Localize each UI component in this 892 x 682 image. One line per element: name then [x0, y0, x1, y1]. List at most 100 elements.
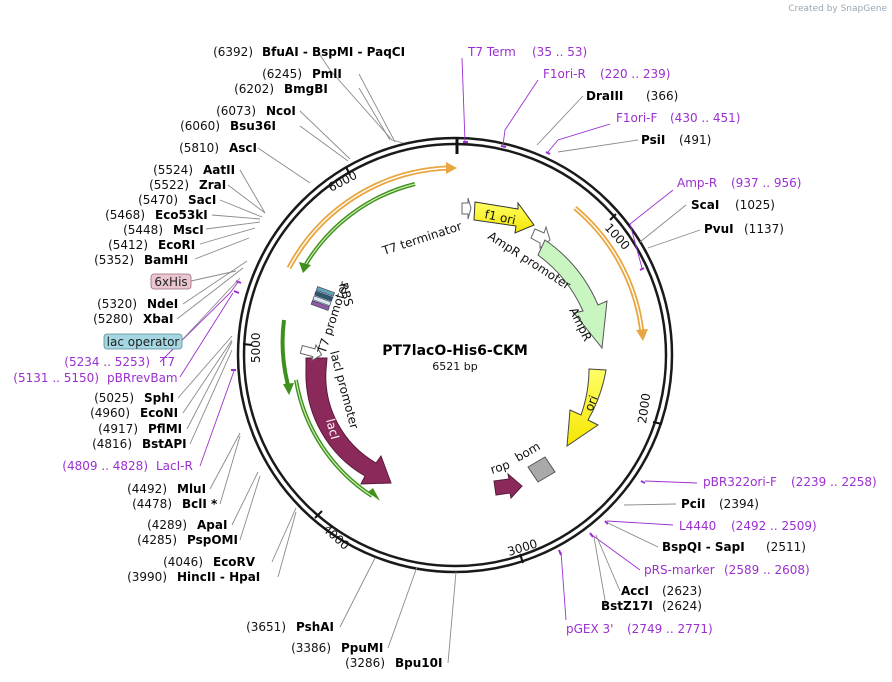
lac-operator-label: lac operator	[107, 335, 180, 349]
primer-range: (937 .. 956)	[731, 176, 801, 190]
leader-lines-primers	[159, 57, 698, 621]
enzyme-name: PshAI	[296, 620, 334, 634]
tick-label: 2000	[635, 392, 653, 424]
primer-name: pGEX 3'	[566, 622, 613, 636]
enzyme-name: BstZ17I	[601, 599, 653, 613]
enzyme-name: EcoNI	[140, 406, 178, 420]
primer-range: (2589 .. 2608)	[724, 563, 810, 577]
enzyme-labels-left: (6392) BfuAI - BspMI - PaqCI (6245) PmlI…	[90, 45, 442, 670]
feature-shapes	[299, 197, 608, 500]
enzyme-name: EcoRI	[158, 238, 195, 252]
enzyme-pos: (6073)	[216, 104, 256, 118]
enzyme-name: BclI *	[182, 497, 218, 511]
enzyme-name: BfuAI - BspMI - PaqCI	[262, 45, 405, 59]
enzyme-name: AscI	[229, 141, 257, 155]
leader-lines-right	[536, 95, 701, 607]
primer-site-marks	[231, 141, 646, 556]
enzyme-pos: (366)	[646, 89, 678, 103]
enzyme-name: SphI	[144, 391, 174, 405]
primer-range: (430 .. 451)	[670, 111, 740, 125]
enzyme-pos: (5810)	[179, 141, 219, 155]
laci-shape	[305, 357, 392, 485]
enzyme-pos: (2624)	[662, 599, 702, 613]
enzyme-pos: (5320)	[97, 297, 137, 311]
tick-label: 6000	[326, 168, 360, 195]
primer-range: (4809 .. 4828)	[62, 459, 148, 473]
primer-name: pRS-marker	[644, 563, 715, 577]
enzyme-name: BspQI - SapI	[662, 540, 745, 554]
rop-label: rop	[489, 457, 512, 476]
enzyme-pos: (3386)	[291, 641, 331, 655]
enzyme-name: NdeI	[147, 297, 178, 311]
primer-labels-right: T7 Term (35 .. 53) F1ori-R (220 .. 239) …	[467, 45, 877, 636]
enzyme-name: PvuI	[704, 222, 734, 236]
enzyme-name: MluI	[177, 482, 206, 496]
enzyme-name: Bpu10I	[395, 656, 442, 670]
enzyme-pos: (4492)	[127, 482, 167, 496]
enzyme-labels-right: DraIII (366) PsiI (491) ScaI (1025) PvuI…	[586, 89, 806, 613]
primer-range: (220 .. 239)	[600, 67, 670, 81]
plasmid-name: PT7lacO-His6-CKM	[382, 343, 528, 359]
enzyme-name: EcoRV	[213, 555, 256, 569]
enzyme-name: AatII	[203, 163, 235, 177]
t7-terminator-shape	[461, 197, 472, 220]
primer-range: (2492 .. 2509)	[731, 519, 817, 533]
primer-range: (2749 .. 2771)	[627, 622, 713, 636]
leader-lines-left	[176, 51, 457, 664]
enzyme-name: PspOMI	[187, 533, 238, 547]
enzyme-name: MscI	[173, 223, 204, 237]
enzyme-pos: (4046)	[163, 555, 203, 569]
enzyme-name: PflMI	[148, 422, 182, 436]
enzyme-name: BamHI	[144, 253, 188, 267]
primer-name: T7	[159, 355, 175, 369]
enzyme-name: ApaI	[197, 518, 227, 532]
enzyme-pos: (4960)	[90, 406, 130, 420]
enzyme-pos: (6202)	[234, 82, 274, 96]
enzyme-name: BstAPI	[142, 437, 187, 451]
rbs-label: RBS	[336, 281, 356, 308]
enzyme-pos: (5448)	[123, 223, 163, 237]
primer-range: (35 .. 53)	[532, 45, 587, 59]
enzyme-name: Eco53kI	[155, 208, 208, 222]
enzyme-name: PciI	[681, 497, 706, 511]
enzyme-name: XbaI	[143, 312, 173, 326]
backbone-outer	[236, 136, 674, 574]
enzyme-name: PpuMI	[341, 641, 383, 655]
rop-shape	[493, 472, 523, 500]
primer-name: T7 Term	[467, 45, 516, 59]
enzyme-name: AccI	[621, 584, 649, 598]
enzyme-pos: (4285)	[137, 533, 177, 547]
enzyme-name: SacI	[188, 193, 216, 207]
primer-range: (5131 .. 5150)	[13, 371, 99, 385]
primer-name: F1ori-F	[616, 111, 657, 125]
enzyme-pos: (5412)	[108, 238, 148, 252]
enzyme-pos: (3286)	[345, 656, 385, 670]
backbone-inner	[242, 142, 668, 568]
bom-shape	[527, 456, 556, 483]
enzyme-name: Bsu36I	[230, 119, 276, 133]
ampr-shape	[537, 239, 608, 350]
enzyme-pos: (5470)	[138, 193, 178, 207]
enzyme-pos: (4289)	[147, 518, 187, 532]
enzyme-name: ScaI	[691, 198, 719, 212]
enzyme-name: HincII - HpaI	[177, 570, 260, 584]
enzyme-pos: (2623)	[662, 584, 702, 598]
tick-label: 4000	[320, 522, 352, 553]
primer-name: L4440	[679, 519, 716, 533]
t7-terminator-label: T7 terminator	[380, 219, 464, 258]
enzyme-pos: (5280)	[93, 312, 133, 326]
enzyme-pos: (2511)	[766, 540, 806, 554]
primer-name: pBRrevBam	[107, 371, 178, 385]
enzyme-name: NcoI	[266, 104, 296, 118]
enzyme-pos: (1025)	[735, 198, 775, 212]
enzyme-pos: (5025)	[94, 391, 134, 405]
snapgene-watermark: Created by SnapGene	[788, 4, 887, 14]
f1-ori-label: f1 ori	[483, 207, 517, 227]
enzyme-pos: (3651)	[246, 620, 286, 634]
enzyme-pos: (4917)	[98, 422, 138, 436]
enzyme-name: PsiI	[641, 133, 665, 147]
enzyme-pos: (5468)	[105, 208, 145, 222]
f1-ori-shape	[473, 201, 535, 234]
primer-name: Amp-R	[677, 176, 717, 190]
